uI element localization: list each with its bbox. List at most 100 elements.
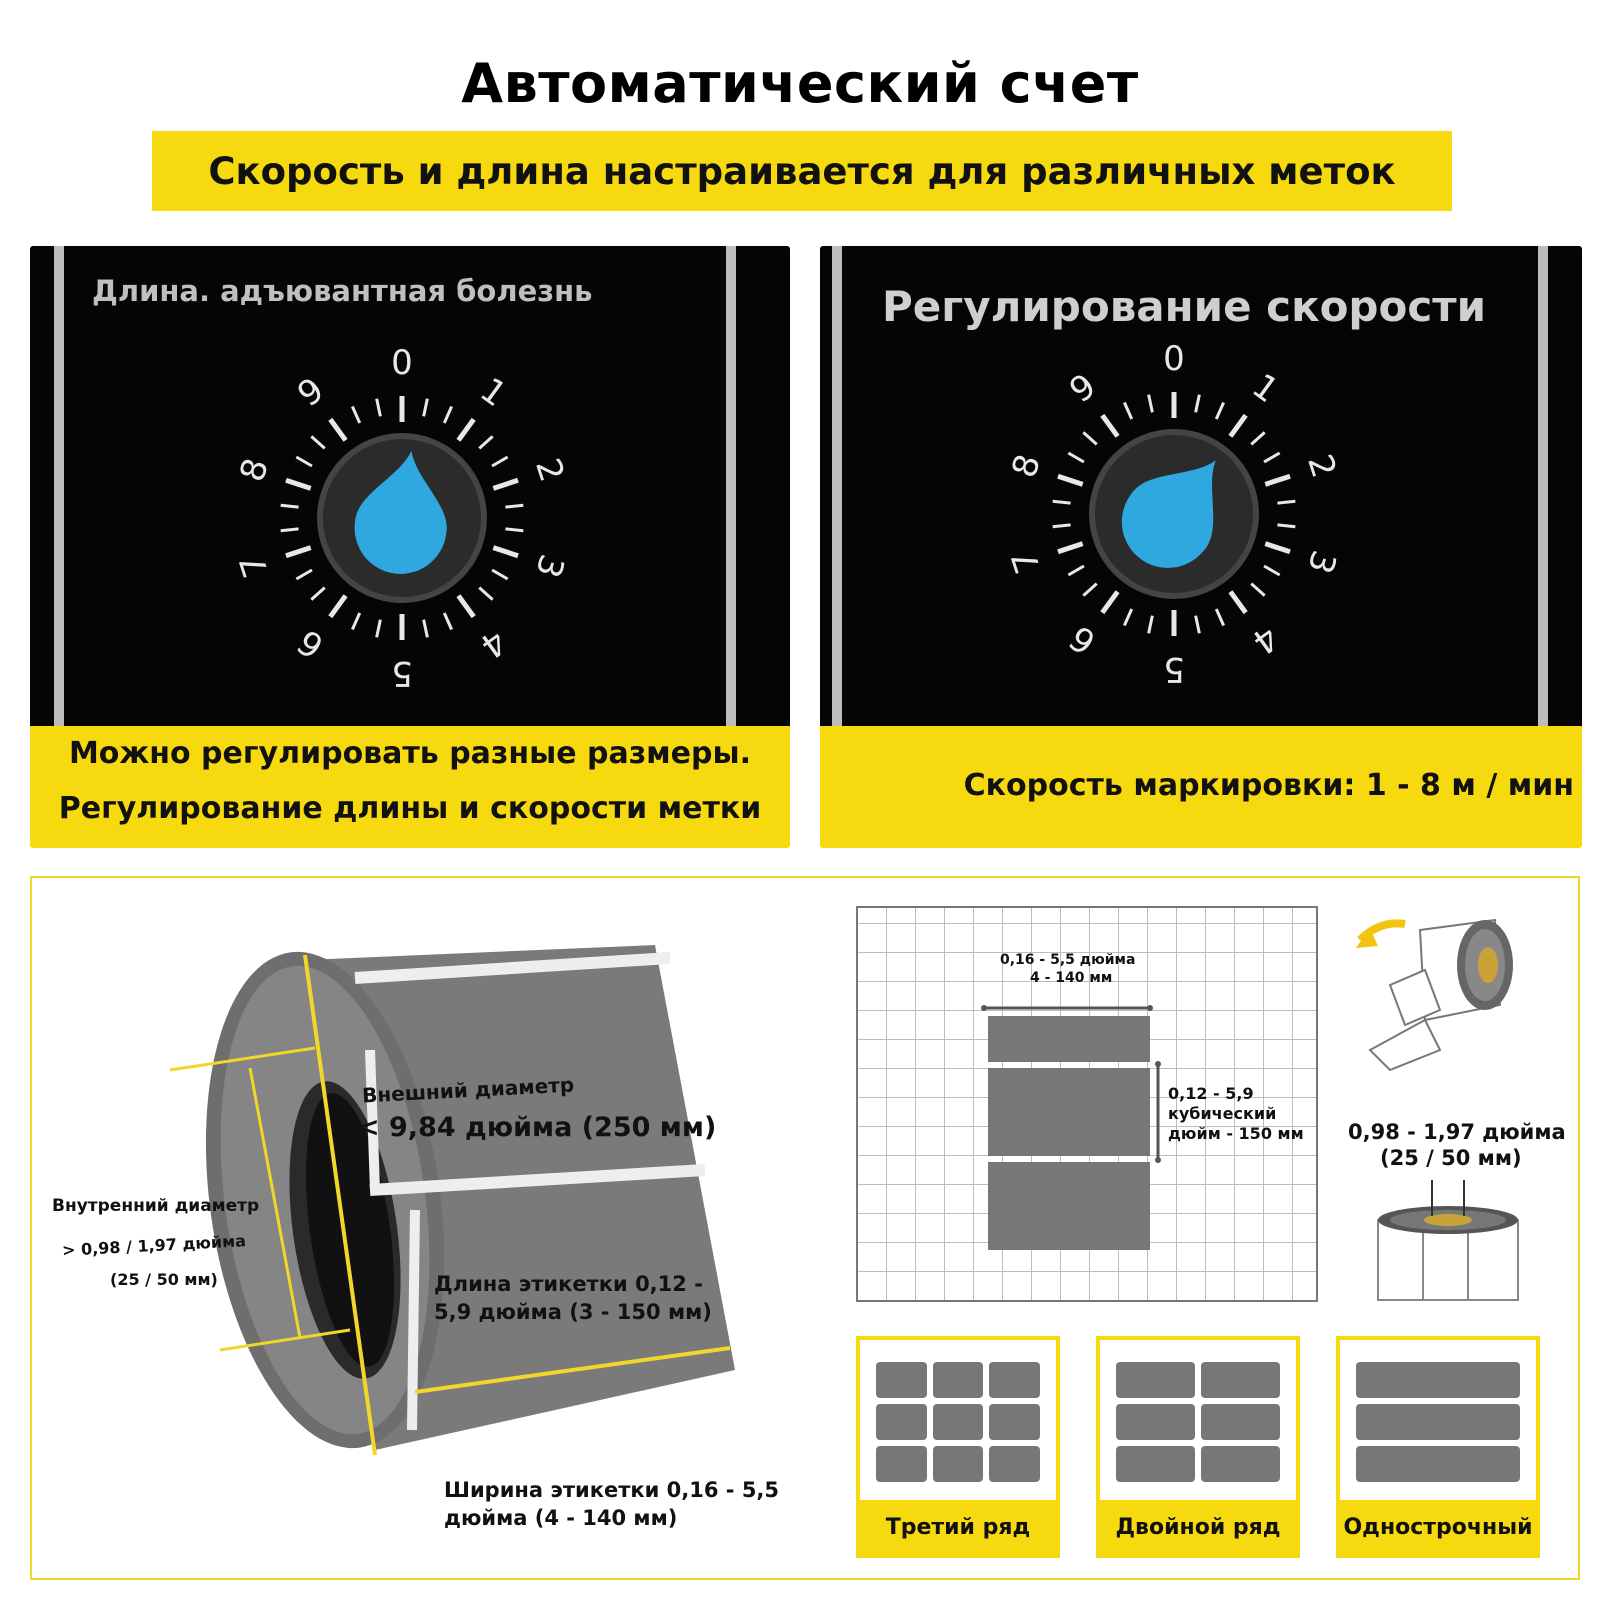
dial-number: 3	[1299, 545, 1344, 578]
dial-tick	[1147, 394, 1154, 413]
dial-knob[interactable]	[1103, 432, 1252, 586]
label-width-line2: дюйма (4 - 140 мм)	[444, 1506, 678, 1530]
label-cell	[1356, 1362, 1520, 1398]
dial-tick	[1214, 608, 1225, 627]
dial-number: 0	[1163, 339, 1185, 379]
dial-number: 4	[1245, 617, 1286, 662]
label-cell	[1201, 1446, 1280, 1482]
dial-tick	[422, 398, 429, 417]
dial-tick	[1052, 499, 1071, 505]
dial-tick	[1194, 615, 1201, 634]
dial-tick	[1264, 541, 1291, 555]
grid-dimension-lines	[981, 1005, 1161, 1163]
dial-number: 4	[473, 621, 514, 666]
label-cell	[932, 1404, 984, 1440]
dial-tick	[351, 405, 362, 424]
row-type-double[interactable]: Двойной ряд	[1096, 1336, 1300, 1558]
dial-tick	[1250, 431, 1266, 446]
grid-height-line3: дюйм - 150 мм	[1168, 1124, 1304, 1143]
dial-tick	[492, 477, 519, 491]
dial-number: 6	[290, 621, 331, 666]
left-rail	[54, 246, 64, 726]
dial-tick	[456, 594, 476, 619]
dial-number: 1	[473, 370, 514, 415]
dial-tick	[1100, 590, 1120, 615]
dial-number: 2	[527, 454, 572, 487]
outer-diameter-value: < 9,84 дюйма (250 мм)	[357, 1112, 717, 1143]
dial-tick	[442, 612, 453, 631]
dial-tick	[375, 619, 382, 638]
grid-label-3	[988, 1162, 1150, 1250]
dial-tick	[1057, 541, 1084, 555]
grid-height-line1: 0,12 - 5,9	[1168, 1084, 1254, 1103]
dial-tick	[1082, 431, 1098, 446]
dial-number: 7	[232, 549, 277, 582]
label-cell	[1116, 1362, 1195, 1398]
grid-width-line1: 0,16 - 5,5 дюйма	[1000, 952, 1136, 968]
label-cell	[876, 1446, 927, 1482]
dial-number: 1	[1245, 366, 1286, 411]
label-cell	[876, 1362, 927, 1398]
grid-height-line2: кубический	[1168, 1104, 1277, 1123]
dial-number: 9	[1062, 366, 1103, 411]
dial-tick	[295, 455, 313, 468]
row-type-single[interactable]: Однострочный	[1336, 1336, 1540, 1558]
dial-tick	[285, 477, 312, 491]
label-cell	[1201, 1362, 1280, 1398]
dial-tick	[1250, 582, 1266, 597]
label-cell	[932, 1446, 984, 1482]
dial-tick	[1147, 615, 1154, 634]
row-type-triple[interactable]: Третий ряд	[856, 1336, 1060, 1558]
label-length-line1: Длина этикетки 0,12 -	[434, 1272, 703, 1296]
dial-tick	[1052, 523, 1071, 529]
grid-label-1	[988, 1016, 1150, 1062]
label-cell	[932, 1362, 984, 1398]
label-cell	[989, 1446, 1040, 1482]
dial-tick	[492, 545, 519, 559]
dial-knob[interactable]	[349, 444, 458, 580]
label-cell	[876, 1404, 927, 1440]
dial-tick	[1194, 394, 1201, 413]
dial-tick	[328, 594, 348, 619]
label-cell	[989, 1404, 1040, 1440]
dial-tick	[442, 405, 453, 424]
right-rail	[726, 246, 736, 726]
dial-tick	[280, 503, 299, 509]
row-type-label: Однострочный	[1340, 1500, 1536, 1554]
dial-number: 5	[391, 653, 413, 693]
dial-number: 8	[1004, 450, 1049, 483]
dial-tick	[1067, 451, 1085, 464]
row-type-label: Третий ряд	[860, 1500, 1056, 1554]
dial-tick	[1277, 523, 1296, 529]
label-cell	[1356, 1404, 1520, 1440]
label-cell	[1116, 1404, 1195, 1440]
label-roll-illustration	[169, 945, 735, 1456]
dial-tick	[1228, 413, 1248, 438]
dial-tick	[1100, 413, 1120, 438]
label-cell	[1356, 1446, 1520, 1482]
dial-tick	[1263, 451, 1281, 464]
rewind-roll-icon	[1356, 918, 1513, 1072]
dial-tick	[422, 619, 429, 638]
dial-number: 8	[232, 454, 277, 487]
dial-tick	[1228, 590, 1248, 615]
dial-number: 5	[1163, 649, 1185, 689]
label-length-line2: 5,9 дюйма (3 - 150 мм)	[434, 1300, 712, 1324]
dial-number: 9	[290, 370, 331, 415]
dial-tick	[1277, 499, 1296, 505]
dial-tick	[285, 545, 312, 559]
dial-tick	[375, 398, 382, 417]
page-title: Автоматический счет	[461, 52, 1139, 115]
dial-tick	[1264, 473, 1291, 487]
inner-diameter-mm: (25 / 50 мм)	[110, 1270, 218, 1289]
dial-tick	[1067, 564, 1085, 577]
row-type-label: Двойной ряд	[1100, 1500, 1296, 1554]
speed-caption: Скорость маркировки: 1 - 8 м / мин	[963, 768, 1574, 803]
dial-tick	[1123, 401, 1134, 420]
